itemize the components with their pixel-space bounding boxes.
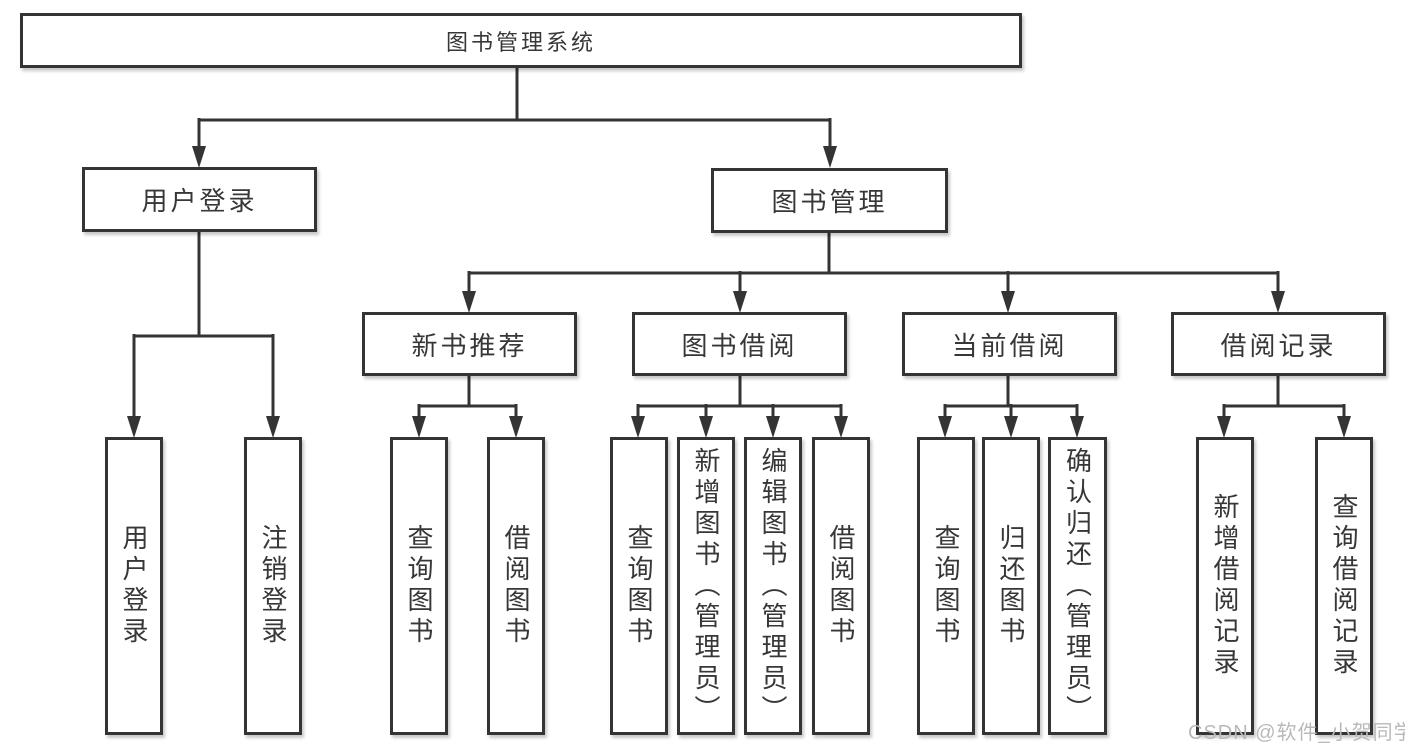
node-bb-borrow-books: 借阅图书 xyxy=(812,437,870,735)
connector-book-mgmt xyxy=(467,233,1280,293)
node-root: 图书管理系统 xyxy=(20,13,1022,68)
node-cb-query-books-label: 查询图书 xyxy=(931,524,961,648)
node-br-query-record: 查询借阅记录 xyxy=(1315,437,1373,735)
arrow-nb-1 xyxy=(412,416,426,438)
arrowheads xyxy=(127,146,1351,438)
node-new-books-label: 新书推荐 xyxy=(411,330,528,361)
node-cb-confirm-return-admin-label: 确认归还（管理员） xyxy=(1062,446,1093,726)
node-current-borrow-label: 当前借阅 xyxy=(951,330,1068,361)
arrow-to-user-login xyxy=(192,146,206,168)
node-borrow-records-label: 借阅记录 xyxy=(1220,330,1337,361)
arrow-br-1 xyxy=(1217,416,1231,438)
arrow-to-book-borrow xyxy=(733,291,747,313)
node-nb-query-books-label: 查询图书 xyxy=(404,524,434,648)
arrow-cb-2 xyxy=(1004,416,1018,438)
node-bb-borrow-books-label: 借阅图书 xyxy=(826,524,856,648)
connector-book-borrow xyxy=(636,376,843,418)
node-bb-add-books-admin: 新增图书（管理员） xyxy=(677,437,735,735)
node-cb-return-books: 归还图书 xyxy=(982,437,1040,735)
arrow-to-new-books xyxy=(462,291,476,313)
node-br-add-record: 新增借阅记录 xyxy=(1196,437,1254,735)
node-user-login-label: 用户登录 xyxy=(141,186,258,216)
node-logout-action: 注销登录 xyxy=(244,437,302,735)
node-login-action: 用户登录 xyxy=(105,437,163,735)
node-bb-query-books: 查询图书 xyxy=(610,437,668,735)
connector-current-borrow xyxy=(943,376,1079,418)
node-bb-edit-books-admin: 编辑图书（管理员） xyxy=(744,437,802,735)
node-book-mgmt-label: 图书管理 xyxy=(771,187,888,217)
node-cb-query-books: 查询图书 xyxy=(917,437,975,735)
arrow-bb-1 xyxy=(631,416,645,438)
node-login-action-label: 用户登录 xyxy=(119,524,149,648)
node-borrow-records: 借阅记录 xyxy=(1171,312,1386,376)
node-bb-edit-books-admin-label: 编辑图书（管理员） xyxy=(758,446,788,726)
node-cb-return-books-label: 归还图书 xyxy=(996,524,1026,648)
node-current-borrow: 当前借阅 xyxy=(902,312,1117,376)
node-br-query-record-label: 查询借阅记录 xyxy=(1329,493,1359,679)
connector-user-login xyxy=(132,232,275,421)
arrow-to-borrow-records xyxy=(1271,291,1285,313)
node-bb-query-books-label: 查询图书 xyxy=(624,524,654,648)
arrow-to-login-action xyxy=(127,416,141,438)
node-book-borrow-label: 图书借阅 xyxy=(681,330,798,361)
node-cb-confirm-return-admin: 确认归还（管理员） xyxy=(1048,437,1107,735)
node-root-label: 图书管理系统 xyxy=(445,29,596,55)
csdn-watermark: CSDN @软件_小贺同学 xyxy=(1188,722,1405,744)
arrow-br-2 xyxy=(1337,416,1351,438)
arrow-to-book-mgmt xyxy=(823,146,837,168)
node-nb-borrow-books: 借阅图书 xyxy=(487,437,545,735)
arrow-to-current-borrow xyxy=(1001,291,1015,313)
connector-new-books xyxy=(417,376,518,418)
node-book-borrow: 图书借阅 xyxy=(632,312,847,376)
arrow-cb-3 xyxy=(1070,416,1084,438)
node-bb-add-books-admin-label: 新增图书（管理员） xyxy=(691,446,721,726)
node-new-books: 新书推荐 xyxy=(362,312,577,376)
node-user-login: 用户登录 xyxy=(82,167,317,232)
node-book-mgmt: 图书管理 xyxy=(711,168,948,233)
connector-borrow-records xyxy=(1222,376,1346,418)
arrow-to-logout-action xyxy=(266,416,280,438)
arrow-cb-1 xyxy=(938,416,952,438)
node-br-add-record-label: 新增借阅记录 xyxy=(1210,493,1240,679)
node-logout-action-label: 注销登录 xyxy=(258,524,288,648)
node-nb-query-books: 查询图书 xyxy=(390,437,448,735)
connector-root xyxy=(197,68,832,150)
arrow-nb-2 xyxy=(509,416,523,438)
arrow-bb-2 xyxy=(699,416,713,438)
node-nb-borrow-books-label: 借阅图书 xyxy=(501,524,531,648)
arrow-bb-3 xyxy=(766,416,780,438)
arrow-bb-4 xyxy=(834,416,848,438)
